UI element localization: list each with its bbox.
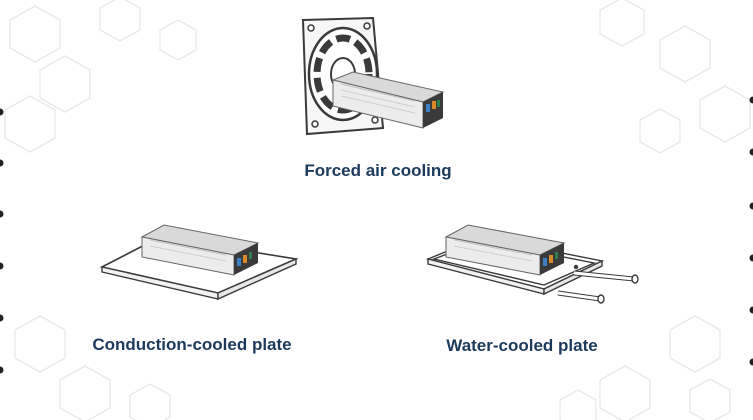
water-plate-illustration — [425, 224, 639, 304]
water-cooled-plate-caption: Water-cooled plate — [446, 336, 598, 355]
conduction-cooled-plate-caption: Conduction-cooled plate — [92, 335, 292, 354]
power-supply-unit-icon — [331, 71, 445, 129]
forced-air-cooling-caption: Forced air cooling — [304, 161, 452, 180]
conduction-plate-illustration — [99, 224, 299, 301]
power-supply-unit-icon — [140, 224, 260, 276]
forced-air-illustration — [301, 16, 445, 136]
power-supply-unit-icon — [444, 224, 566, 276]
